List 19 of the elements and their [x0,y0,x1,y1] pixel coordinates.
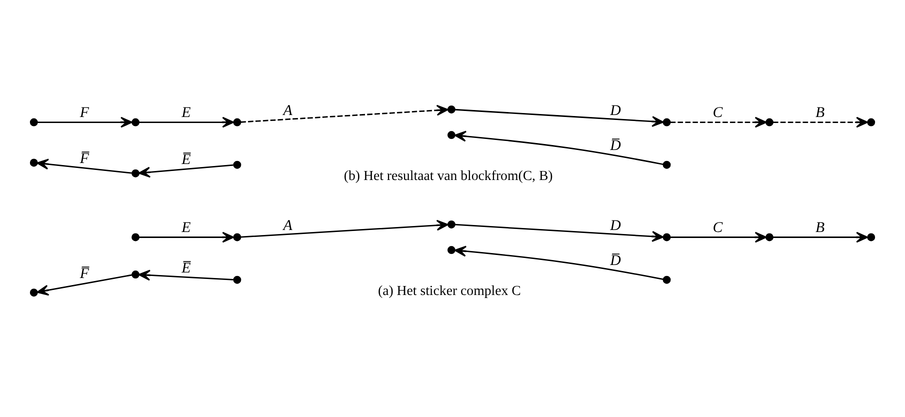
edge-label: E̅ [182,152,191,168]
edge-label: B [816,220,825,236]
edge-label: F̅ [80,150,90,167]
edge-label: D̅ [610,253,621,270]
edge-label: E [182,220,191,236]
edge-label: E̅ [182,260,191,277]
edge-label: C [712,220,723,236]
edge-label: A [283,218,292,234]
edge-label: F [80,105,90,122]
edge-label: C [712,105,723,122]
edge-label: B [816,105,825,122]
edge-label: A [283,103,292,120]
edge-label: D [610,218,621,234]
edge-label: E [182,105,191,122]
label: (b) Het resultaat van blockfrom(C, B) [344,168,553,184]
edge-label: F̅ [80,266,90,282]
edge-label: D [610,103,621,120]
edge-label: D̅ [610,138,621,154]
label: (a) Het sticker complex C [378,283,521,298]
